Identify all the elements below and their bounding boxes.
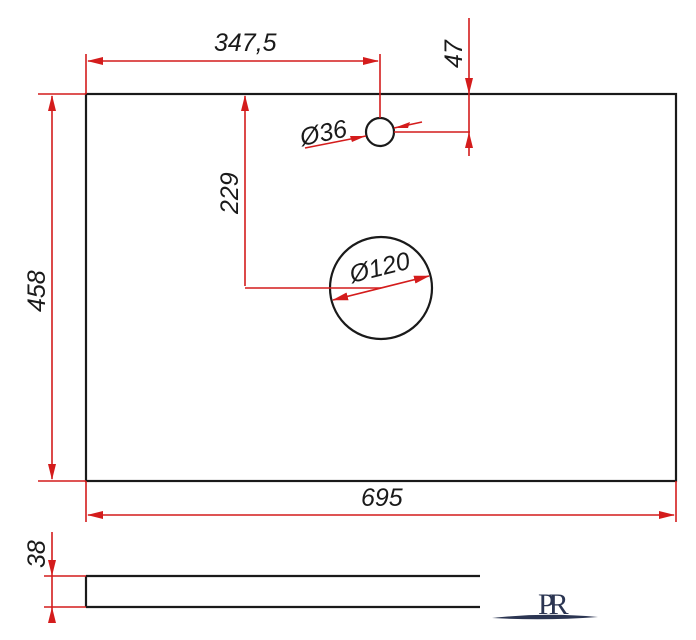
dim-thickness bbox=[44, 532, 86, 623]
dim-thickness-label: 38 bbox=[23, 540, 51, 568]
dim-height-label: 458 bbox=[23, 270, 51, 312]
countertop-outline bbox=[84, 92, 678, 483]
dim-large-hole-offset-label: 229 bbox=[216, 172, 244, 215]
side-view bbox=[84, 574, 480, 609]
dim-height bbox=[38, 93, 86, 482]
dim-small-hole-diameter-label: Ø36 bbox=[296, 115, 349, 152]
dim-large-hole-diameter bbox=[332, 275, 430, 301]
dim-small-hole-offset-label: 47 bbox=[440, 39, 468, 68]
dim-width-label: 695 bbox=[361, 484, 403, 512]
dim-top-offset bbox=[85, 54, 381, 118]
brand-logo: PR bbox=[492, 588, 598, 621]
dim-width bbox=[85, 481, 677, 522]
dim-top-offset-label: 347,5 bbox=[214, 29, 277, 57]
dim-small-hole-diameter bbox=[304, 121, 423, 149]
small-hole bbox=[364, 116, 396, 148]
dim-small-hole-offset bbox=[394, 18, 473, 156]
